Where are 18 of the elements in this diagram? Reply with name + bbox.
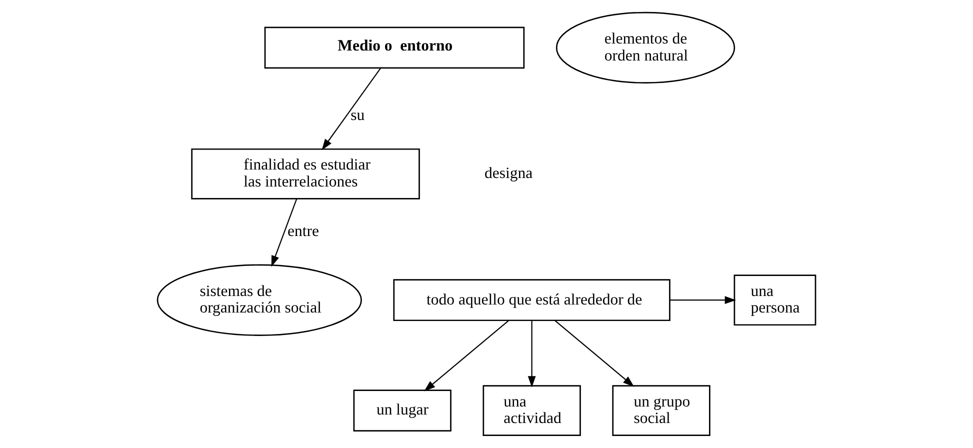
node-box: Medio o entorno	[264, 26, 525, 69]
node-box: un lugar	[353, 390, 452, 432]
node-box: una persona	[734, 274, 816, 326]
node-box: todo aquello que está alrededor de	[393, 279, 670, 322]
node-box: una actividad	[482, 385, 581, 436]
arrow	[554, 320, 634, 387]
arrow	[670, 296, 736, 304]
node-ellipse: elementos de orden natural	[556, 12, 736, 84]
edge-label: su	[350, 107, 365, 124]
label: designa	[484, 165, 533, 182]
node-box: un grupo social	[612, 385, 710, 436]
arrow	[271, 198, 298, 267]
arrow	[322, 68, 382, 150]
arrow	[528, 320, 536, 388]
edge-label: entre	[288, 223, 320, 240]
node-ellipse: sistemas de organización social	[156, 264, 362, 336]
arrow	[424, 320, 510, 392]
node-box: finalidad es estudiar las interrelaciones	[191, 148, 420, 200]
